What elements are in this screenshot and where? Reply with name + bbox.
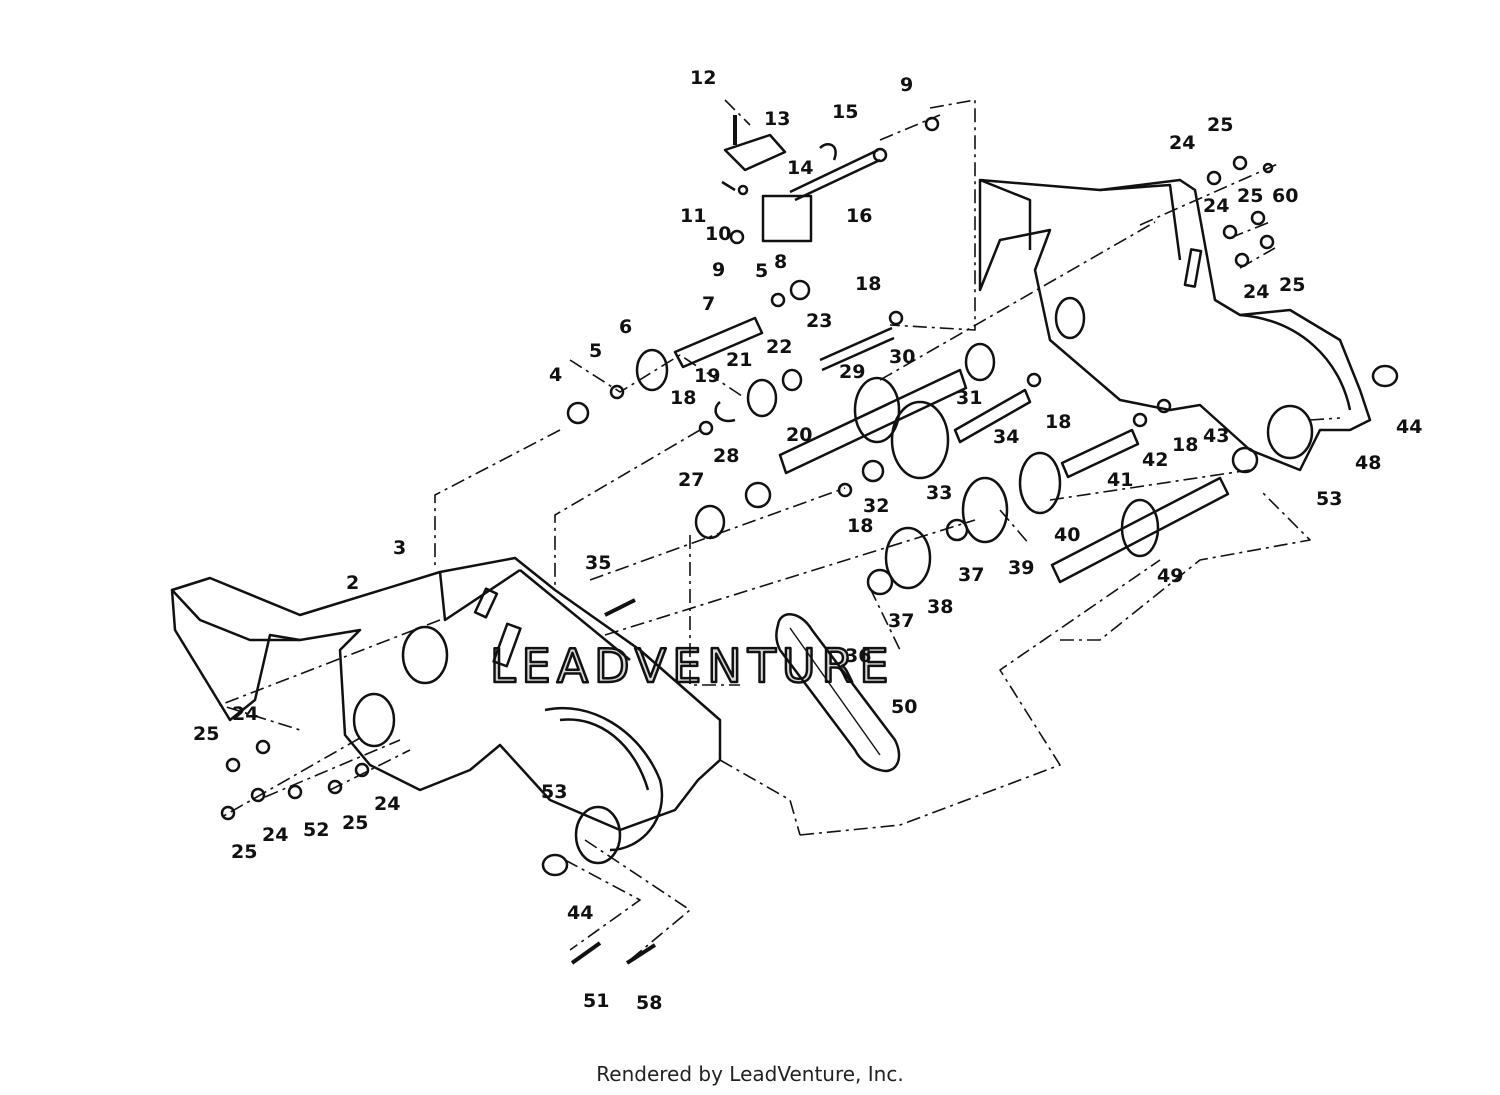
label-part-24-f: 24 [1243, 281, 1269, 303]
label-part-53-right: 53 [1316, 488, 1342, 510]
watermark-text: LEADVENTURE [490, 639, 895, 693]
label-part-24-e: 24 [1203, 195, 1229, 217]
right-fasteners [1206, 155, 1275, 268]
label-part-37-left: 37 [888, 610, 914, 632]
shift-assembly [721, 115, 940, 245]
label-part-25-f: 25 [1279, 274, 1305, 296]
label-part-60: 60 [1272, 185, 1298, 207]
label-part-25-d: 25 [1207, 114, 1233, 136]
label-part-58: 58 [636, 992, 662, 1014]
label-part-40: 40 [1054, 524, 1080, 546]
label-part-24-d: 24 [1169, 132, 1195, 154]
label-part-36: 36 [845, 645, 871, 667]
label-part-31: 31 [956, 387, 982, 409]
chain-case-left-housing [170, 556, 722, 852]
label-part-44-right: 44 [1396, 416, 1422, 438]
label-part-25-a: 25 [193, 723, 219, 745]
part-number-labels: 12 13 15 9 14 11 10 16 9 5 8 7 18 23 6 2… [193, 67, 1422, 1014]
label-part-38: 38 [927, 596, 953, 618]
label-part-11: 11 [680, 205, 706, 227]
chain-case-right-housing [978, 178, 1372, 472]
label-part-13: 13 [764, 108, 790, 130]
label-part-19: 19 [694, 365, 720, 387]
label-part-52: 52 [303, 819, 329, 841]
assembly-lines [219, 99, 1341, 961]
label-part-4: 4 [549, 364, 562, 386]
label-part-23: 23 [806, 310, 832, 332]
label-part-25-e: 25 [1237, 185, 1263, 207]
label-part-24-b: 24 [374, 793, 400, 815]
label-part-14: 14 [787, 157, 813, 179]
label-part-50: 50 [891, 696, 917, 718]
label-part-25-c: 25 [231, 841, 257, 863]
label-part-21: 21 [726, 349, 752, 371]
label-part-44-left: 44 [567, 902, 593, 924]
label-part-43: 43 [1203, 425, 1229, 447]
label-part-18-right: 18 [1045, 411, 1071, 433]
label-part-9-left: 9 [712, 259, 725, 281]
label-part-5-left: 5 [589, 340, 602, 362]
label-part-9-top: 9 [900, 74, 913, 96]
label-part-18-mid: 18 [670, 387, 696, 409]
label-part-53-left: 53 [541, 781, 567, 803]
label-part-12: 12 [690, 67, 716, 89]
label-part-27: 27 [678, 469, 704, 491]
label-part-33: 33 [926, 482, 952, 504]
label-part-10: 10 [705, 223, 731, 245]
label-part-20: 20 [786, 424, 812, 446]
credit-footer: Rendered by LeadVenture, Inc. [596, 1062, 904, 1086]
label-part-2: 2 [346, 572, 359, 594]
label-part-41: 41 [1107, 469, 1133, 491]
label-part-48: 48 [1355, 452, 1381, 474]
label-part-28: 28 [713, 445, 739, 467]
label-part-5-top: 5 [755, 260, 768, 282]
label-part-3: 3 [393, 537, 406, 559]
label-part-22: 22 [766, 336, 792, 358]
label-part-18-far: 18 [1172, 434, 1198, 456]
label-part-25-b: 25 [342, 812, 368, 834]
label-part-30: 30 [889, 346, 915, 368]
label-part-24-a: 24 [232, 703, 258, 725]
label-part-18-top: 18 [855, 273, 881, 295]
drive-components [566, 279, 1399, 617]
label-part-51: 51 [583, 990, 609, 1012]
label-part-49: 49 [1157, 565, 1183, 587]
label-part-42: 42 [1142, 449, 1168, 471]
label-part-16: 16 [846, 205, 872, 227]
belt-part-50 [775, 613, 901, 773]
label-part-29: 29 [839, 361, 865, 383]
label-part-37-right: 37 [958, 564, 984, 586]
label-part-35: 35 [585, 552, 611, 574]
label-part-15: 15 [832, 101, 858, 123]
label-part-34: 34 [993, 426, 1019, 448]
label-part-7: 7 [702, 293, 715, 315]
label-part-6: 6 [619, 316, 632, 338]
label-part-39: 39 [1008, 557, 1034, 579]
label-part-24-c: 24 [262, 824, 288, 846]
label-part-18-low: 18 [847, 515, 873, 537]
left-fasteners [220, 739, 657, 965]
label-part-32: 32 [863, 495, 889, 517]
label-part-8: 8 [774, 251, 787, 273]
